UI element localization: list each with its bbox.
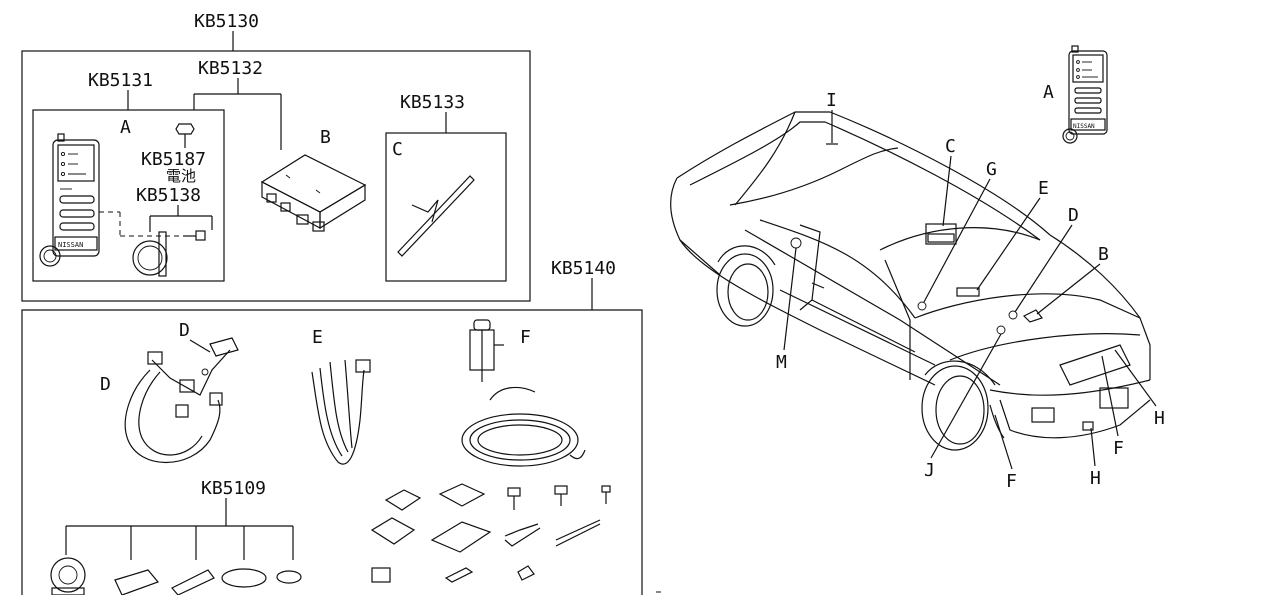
car-letter-c: C — [945, 136, 956, 157]
car-letter-f-right: F — [1113, 438, 1124, 459]
kb5133-box — [385, 132, 507, 282]
fob-brand-inner: NISSAN — [58, 241, 83, 249]
letter-e-inner: E — [312, 327, 323, 348]
antenna-part — [397, 175, 475, 257]
letter-a-outer: A — [1043, 82, 1054, 103]
fob-brand-outer: NISSAN — [1073, 123, 1095, 130]
car-letter-f-bottom: F — [1006, 471, 1017, 492]
label-kb5187: KB5187 — [141, 149, 206, 170]
kb5130-box — [21, 50, 531, 302]
remote-fob-inner: NISSAN — [39, 133, 100, 267]
letter-b-inner: B — [320, 127, 331, 148]
car-letter-m: M — [776, 352, 787, 373]
label-kb5140: KB5140 — [551, 258, 616, 279]
label-kb5133: KB5133 — [400, 92, 465, 113]
letter-f-inner: F — [520, 327, 531, 348]
cigar-plug-part — [461, 319, 586, 467]
kb5131-box — [32, 109, 225, 282]
car-letter-i: I — [826, 90, 837, 111]
harness-d-part — [124, 337, 239, 463]
label-battery: 電池 — [166, 167, 196, 185]
car-letter-e: E — [1038, 178, 1049, 199]
label-kb5130: KB5130 — [194, 11, 259, 32]
car-letter-b: B — [1098, 244, 1109, 265]
car-letter-g: G — [986, 159, 997, 180]
pads-and-screws — [370, 483, 662, 593]
letter-d-top: D — [179, 320, 190, 341]
label-kb5132: KB5132 — [198, 58, 263, 79]
battery-part — [175, 123, 195, 148]
car-illustration — [669, 111, 1151, 451]
label-kb5131: KB5131 — [88, 70, 153, 91]
car-letter-d: D — [1068, 205, 1079, 226]
key-ring-part — [132, 205, 213, 277]
label-kb5109: KB5109 — [201, 478, 266, 499]
letter-a-inner: A — [120, 117, 131, 138]
car-letter-j: J — [924, 460, 935, 481]
letter-c-inner: C — [392, 139, 403, 160]
kb5109-parts — [50, 557, 302, 595]
kb5140-box — [21, 309, 643, 595]
car-letter-h-right: H — [1154, 408, 1165, 429]
control-unit-part — [260, 154, 367, 232]
car-letter-h-bottom: H — [1090, 468, 1101, 489]
harness-e-part — [311, 359, 371, 465]
remote-fob-outer: NISSAN — [1062, 45, 1108, 144]
letter-d-left: D — [100, 374, 111, 395]
label-kb5138: KB5138 — [136, 185, 201, 206]
